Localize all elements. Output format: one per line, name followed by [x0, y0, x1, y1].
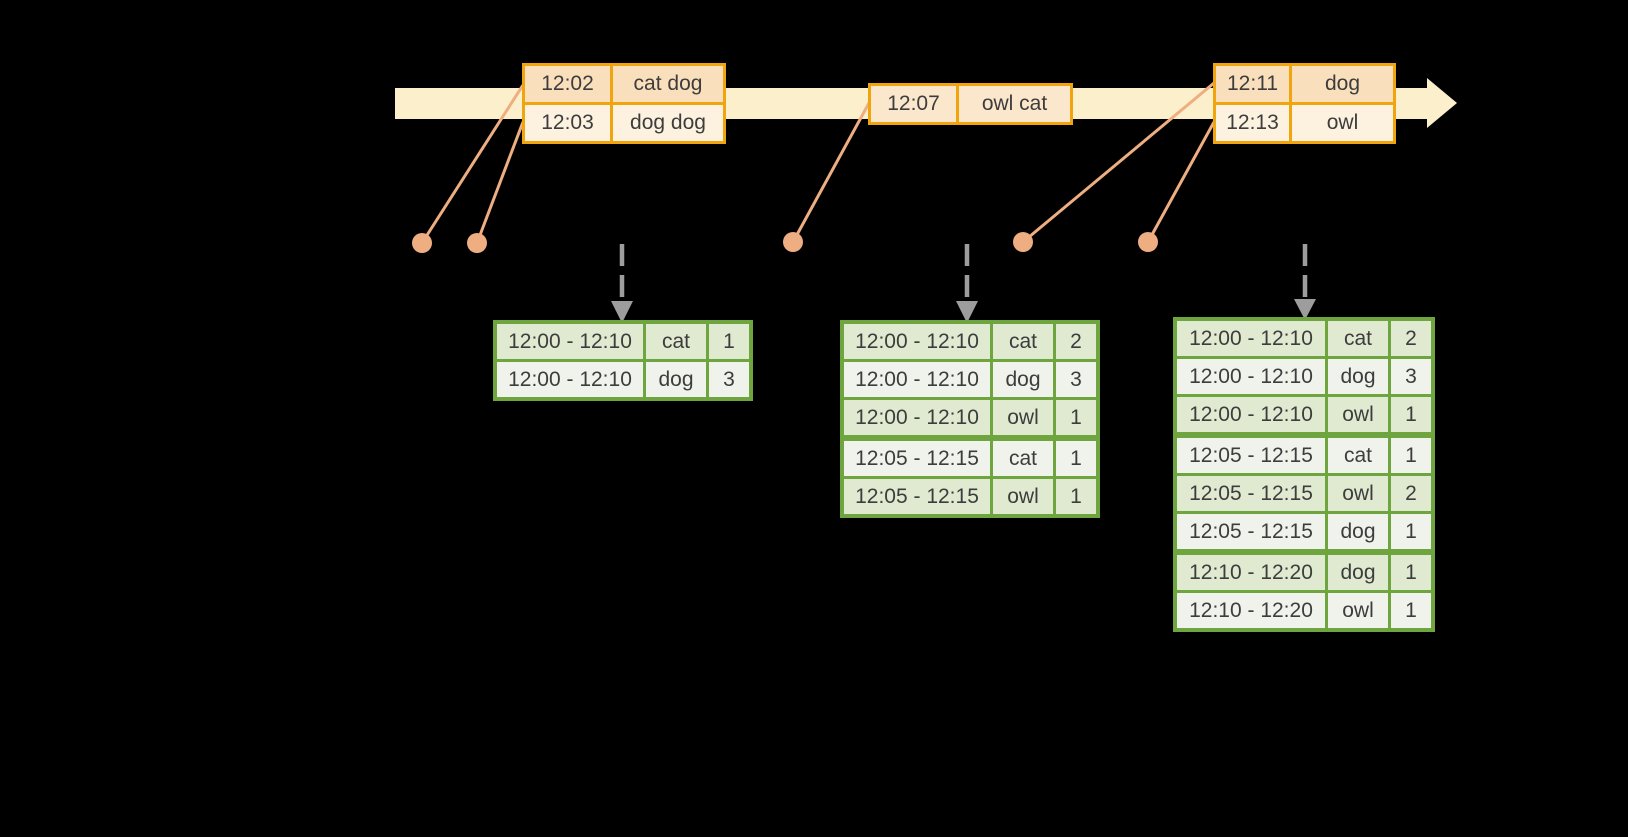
- result-word-cell: owl: [1328, 476, 1388, 511]
- result-word-cell: dog: [1328, 359, 1388, 394]
- result-word-cell: cat: [646, 324, 706, 359]
- result-word-cell: owl: [1328, 593, 1388, 628]
- event-connector-line: [420, 84, 525, 244]
- result-window-cell: 12:00 - 12:10: [1177, 321, 1325, 356]
- result-word-cell: cat: [1328, 321, 1388, 356]
- event-time-cell: 12:02: [525, 66, 610, 102]
- result-count-cell: 2: [1391, 476, 1431, 511]
- result-window-cell: 12:10 - 12:20: [1177, 555, 1325, 590]
- result-window-cell: 12:10 - 12:20: [1177, 593, 1325, 628]
- result-window-cell: 12:00 - 12:10: [844, 362, 990, 397]
- result-arrow-head-icon: [956, 301, 978, 323]
- event-words-cell: owl cat: [959, 86, 1070, 122]
- result-word-cell: cat: [993, 441, 1053, 476]
- timeline-arrowhead-icon: [1427, 78, 1457, 128]
- event-time-cell: 12:07: [871, 86, 956, 122]
- result-window-cell: 12:00 - 12:10: [1177, 397, 1325, 432]
- event-dot: [1138, 232, 1158, 252]
- result-count-cell: 1: [1056, 400, 1096, 435]
- result-word-cell: owl: [1328, 397, 1388, 432]
- result-count-cell: 1: [1056, 479, 1096, 514]
- result-count-cell: 1: [1056, 441, 1096, 476]
- result-arrow-head-icon: [1294, 299, 1316, 320]
- result-window-cell: 12:05 - 12:15: [1177, 514, 1325, 549]
- result-window-cell: 12:00 - 12:10: [497, 362, 643, 397]
- result-count-cell: 2: [1056, 324, 1096, 359]
- result-count-cell: 1: [1391, 438, 1431, 473]
- event-dot: [783, 232, 803, 252]
- event-words-cell: dog: [1292, 66, 1393, 102]
- event-connector-line: [791, 102, 871, 243]
- result-count-cell: 1: [1391, 555, 1431, 590]
- event-time-cell: 12:03: [525, 105, 610, 141]
- result-window-cell: 12:05 - 12:15: [1177, 438, 1325, 473]
- result-count-cell: 3: [709, 362, 749, 397]
- result-window-cell: 12:00 - 12:10: [844, 400, 990, 435]
- result-count-cell: 1: [1391, 593, 1431, 628]
- result-word-cell: cat: [993, 324, 1053, 359]
- result-window-cell: 12:00 - 12:10: [497, 324, 643, 359]
- result-arrow-head-icon: [611, 301, 633, 323]
- event-words-cell: cat dog: [613, 66, 723, 102]
- result-window-cell: 12:05 - 12:15: [844, 441, 990, 476]
- event-connector-line: [1022, 81, 1215, 244]
- event-words-cell: dog dog: [613, 105, 723, 141]
- result-word-cell: owl: [993, 479, 1053, 514]
- result-count-cell: 3: [1391, 359, 1431, 394]
- result-count-cell: 1: [1391, 514, 1431, 549]
- event-dot: [467, 233, 487, 253]
- result-window-cell: 12:00 - 12:10: [844, 324, 990, 359]
- event-dot: [1013, 232, 1033, 252]
- event-connector-line: [475, 121, 525, 244]
- event-time-cell: 12:11: [1216, 66, 1289, 102]
- result-word-cell: dog: [993, 362, 1053, 397]
- result-count-cell: 1: [709, 324, 749, 359]
- event-words-cell: owl: [1292, 105, 1393, 141]
- result-window-cell: 12:05 - 12:15: [844, 479, 990, 514]
- result-count-cell: 3: [1056, 362, 1096, 397]
- result-word-cell: dog: [1328, 555, 1388, 590]
- event-time-cell: 12:13: [1216, 105, 1289, 141]
- result-window-cell: 12:00 - 12:10: [1177, 359, 1325, 394]
- result-count-cell: 2: [1391, 321, 1431, 356]
- result-word-cell: dog: [646, 362, 706, 397]
- event-dot: [412, 233, 432, 253]
- result-count-cell: 1: [1391, 397, 1431, 432]
- result-word-cell: cat: [1328, 438, 1388, 473]
- result-window-cell: 12:05 - 12:15: [1177, 476, 1325, 511]
- result-word-cell: owl: [993, 400, 1053, 435]
- result-word-cell: dog: [1328, 514, 1388, 549]
- event-connector-line: [1146, 121, 1216, 243]
